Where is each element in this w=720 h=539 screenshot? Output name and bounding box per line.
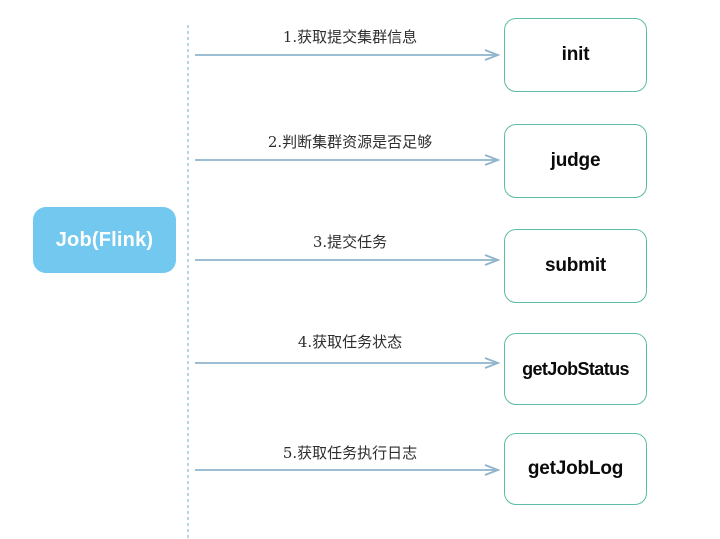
message-arrow-2 bbox=[195, 154, 501, 166]
service-box-init[interactable]: init bbox=[504, 18, 647, 92]
message-label-3: 3.提交任务 bbox=[312, 233, 388, 251]
message-label-4: 4.获取任务状态 bbox=[297, 333, 403, 351]
service-label-judge: judge bbox=[550, 150, 601, 171]
service-label-submit: submit bbox=[544, 255, 607, 276]
message-label-1: 1.获取提交集群信息 bbox=[282, 28, 418, 46]
service-box-judge[interactable]: judge bbox=[504, 124, 647, 198]
service-box-getjoblog[interactable]: getJobLog bbox=[504, 433, 647, 505]
service-label-init: init bbox=[561, 44, 590, 65]
message-arrow-5 bbox=[195, 464, 501, 476]
service-box-getjobstatus[interactable]: getJobStatus bbox=[504, 333, 647, 405]
message-label-5: 5.获取任务执行日志 bbox=[282, 444, 418, 462]
message-arrow-3 bbox=[195, 254, 501, 266]
actor-label: Job(Flink) bbox=[55, 228, 154, 251]
service-label-getjoblog: getJobLog bbox=[527, 458, 624, 479]
service-box-submit[interactable]: submit bbox=[504, 229, 647, 303]
message-arrow-1 bbox=[195, 49, 501, 61]
lifeline-dashed bbox=[187, 25, 189, 539]
service-label-getjobstatus: getJobStatus bbox=[522, 358, 629, 379]
message-arrow-4 bbox=[195, 357, 501, 369]
actor-job-flink[interactable]: Job(Flink) bbox=[33, 207, 176, 273]
message-label-2: 2.判断集群资源是否足够 bbox=[267, 133, 433, 151]
